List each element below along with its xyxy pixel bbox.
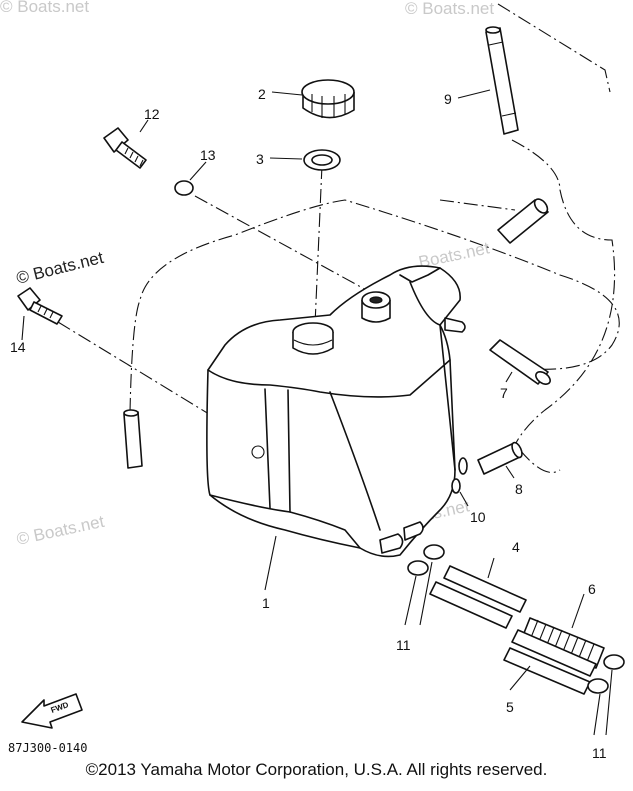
hose-9	[485, 26, 519, 135]
guide-line-top-right	[497, 3, 611, 93]
callout-5: 5	[506, 699, 514, 715]
callout-12: 12	[144, 106, 160, 122]
fwd-arrow-icon: FWD	[21, 693, 83, 729]
guide-line-cap-to-filler	[314, 164, 323, 326]
part-code: 87J300-0140	[8, 741, 87, 755]
callout-9: 9	[444, 91, 452, 107]
callout-11-right: 11	[592, 745, 607, 761]
guide-line-grommet	[194, 195, 371, 293]
watermark-lower-left: © Boats.net	[15, 512, 106, 549]
leader-lines	[21, 89, 613, 736]
callout-2: 2	[258, 86, 266, 102]
o-ring-10	[451, 457, 468, 494]
filler-cap	[301, 79, 355, 119]
washer-13	[174, 180, 194, 196]
callout-3: 3	[256, 151, 264, 167]
guide-line-hose-loop	[129, 199, 620, 413]
watermark-top-left: © Boats.net	[0, 0, 89, 16]
watermark-brand: © Boats.net	[14, 248, 105, 288]
callout-4: 4	[512, 539, 520, 555]
callout-7: 7	[500, 385, 508, 401]
cap-gasket	[303, 149, 341, 171]
hose-short-left	[123, 409, 143, 469]
clamps-11	[407, 544, 625, 694]
callout-1: 1	[262, 595, 270, 611]
hose-short-upper	[497, 198, 549, 244]
bolt-12	[103, 127, 147, 169]
hose-4	[429, 565, 527, 629]
callout-10: 10	[470, 509, 486, 525]
callout-6: 6	[588, 581, 596, 597]
spring-6	[521, 617, 605, 669]
callout-numbers: 2 3 9 12 13 14 7 8 10 4 6 5 1 11 11	[10, 86, 607, 761]
callout-13: 13	[200, 147, 216, 163]
guide-line-pipe	[439, 199, 516, 211]
copyright-notice: ©2013 Yamaha Motor Corporation, U.S.A. A…	[85, 760, 548, 779]
hose-5	[503, 629, 597, 695]
bolt-14	[17, 287, 63, 325]
oil-tank	[206, 265, 466, 558]
callout-8: 8	[515, 481, 523, 497]
callout-14: 14	[10, 339, 26, 355]
callout-11-left: 11	[396, 637, 411, 653]
hose-8	[477, 441, 523, 475]
guide-line-outer	[509, 139, 616, 456]
watermark-top-right: © Boats.net	[405, 0, 494, 18]
hose-7	[489, 339, 551, 385]
guide-line-hose-8	[519, 449, 561, 474]
